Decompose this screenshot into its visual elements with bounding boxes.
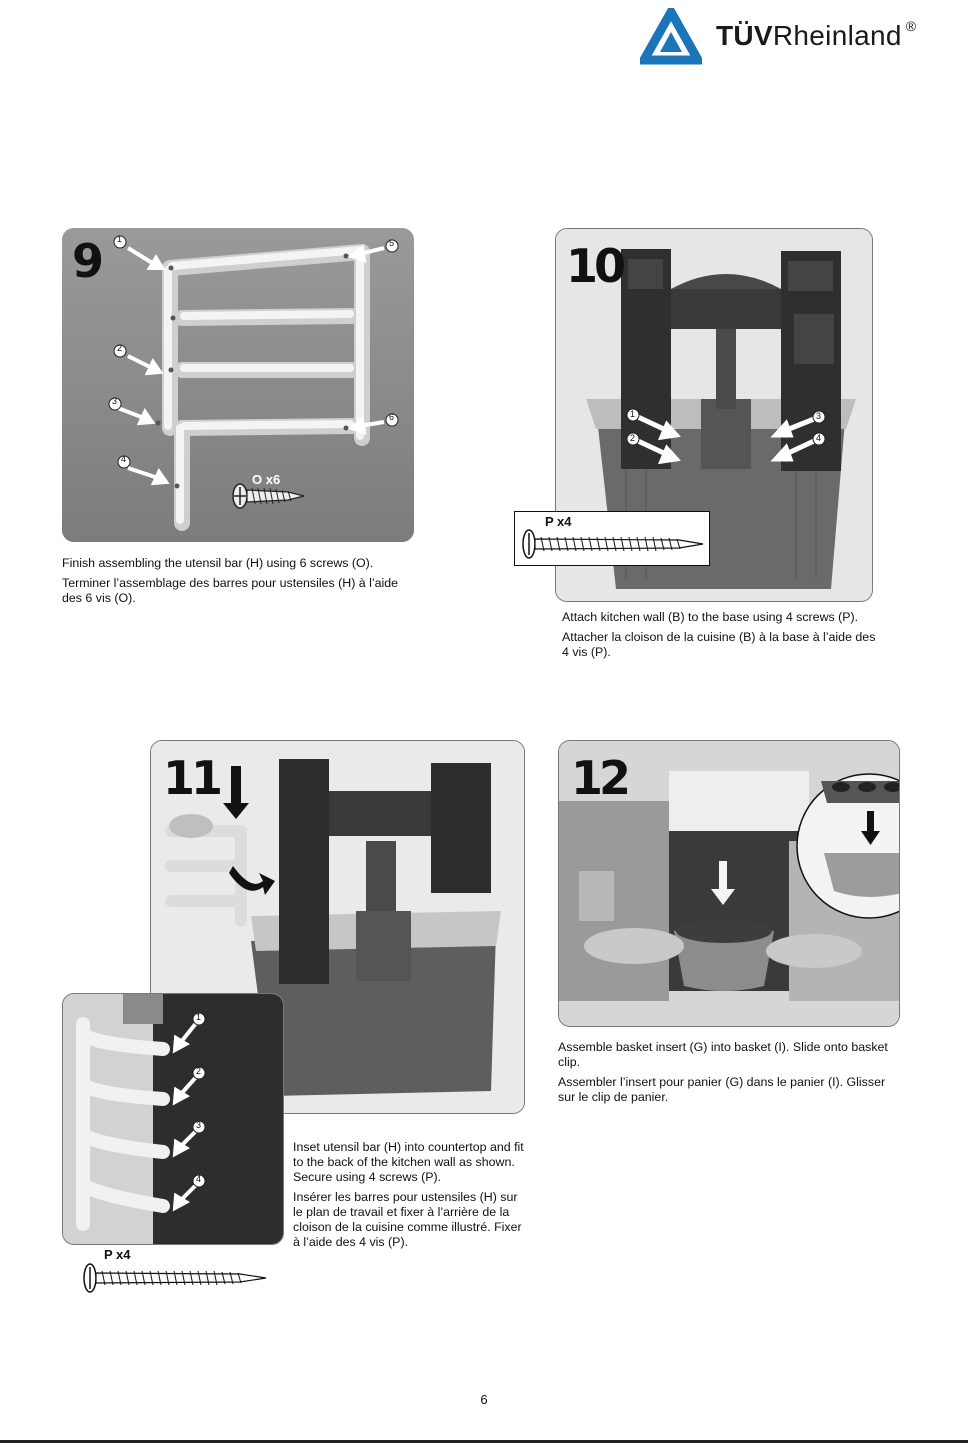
callout-2: 2 xyxy=(117,343,123,353)
brand-name: TÜVRheinland® xyxy=(716,18,917,52)
tuv-triangle-icon xyxy=(640,8,702,65)
callout-6: 6 xyxy=(389,412,395,422)
step-10-caption: Attach kitchen wall (B) to the base usin… xyxy=(562,610,880,665)
screw-p-icon xyxy=(522,529,704,559)
caption-en: Finish assembling the utensil bar (H) us… xyxy=(62,556,374,570)
caption-fr: Assembler l’insert pour panier (G) dans … xyxy=(558,1075,886,1104)
screw-label: O x6 xyxy=(252,472,281,487)
callout-4: 4 xyxy=(816,433,822,443)
bottom-rule xyxy=(0,1440,968,1443)
step-number: 11 xyxy=(163,751,223,805)
step-9-caption: Finish assembling the utensil bar (H) us… xyxy=(62,556,402,611)
step-number: 10 xyxy=(566,239,626,293)
callout-1: 1 xyxy=(630,409,636,419)
callout-2: 2 xyxy=(630,433,636,443)
page-number: 6 xyxy=(480,1392,488,1407)
callout-5: 5 xyxy=(389,238,395,248)
caption-fr: Attacher la cloison de la cuisine (B) à … xyxy=(562,630,876,659)
caption-fr: Terminer l’assemblage des barres pour us… xyxy=(62,576,399,605)
step-number: 9 xyxy=(72,234,104,288)
step-number: 12 xyxy=(571,751,631,805)
screw-p-icon xyxy=(83,1263,267,1293)
step-11-caption: Inset utensil bar (H) into countertop an… xyxy=(293,1140,529,1255)
callout-3: 3 xyxy=(112,396,118,406)
callout-4: 4 xyxy=(196,1174,202,1184)
callout-3: 3 xyxy=(196,1120,202,1130)
caption-en: Inset utensil bar (H) into countertop an… xyxy=(293,1140,524,1184)
step-12-illustration: 12 xyxy=(558,740,900,1027)
utensil-bar-detail-image xyxy=(63,994,283,1244)
basket-assembly-image xyxy=(559,741,899,1026)
caption-en: Assemble basket insert (G) into basket (… xyxy=(558,1040,888,1069)
step-12-caption: Assemble basket insert (G) into basket (… xyxy=(558,1040,903,1110)
callout-1: 1 xyxy=(117,234,123,244)
callout-1: 1 xyxy=(196,1012,202,1022)
tuv-logo xyxy=(640,8,950,68)
step-9-illustration: 9 O x6 1 2 3 4 5 6 xyxy=(62,228,414,542)
callout-4: 4 xyxy=(121,454,127,464)
caption-en: Attach kitchen wall (B) to the base usin… xyxy=(562,610,859,624)
screw-label: P x4 xyxy=(104,1247,131,1262)
screw-label: P x4 xyxy=(545,514,572,529)
utensil-bar-image xyxy=(62,228,414,542)
callout-2: 2 xyxy=(196,1066,202,1076)
screw-o-icon xyxy=(232,483,305,509)
caption-fr: Insérer les barres pour ustensiles (H) s… xyxy=(293,1190,522,1249)
brand-rest: Rheinland xyxy=(772,20,902,51)
callout-3: 3 xyxy=(816,411,822,421)
registered-mark: ® xyxy=(905,18,917,34)
brand-bold: TÜV xyxy=(716,20,773,51)
step-11-detail-illustration: 1 2 3 4 xyxy=(62,993,284,1245)
step-10-screw-box: P x4 xyxy=(514,511,710,566)
